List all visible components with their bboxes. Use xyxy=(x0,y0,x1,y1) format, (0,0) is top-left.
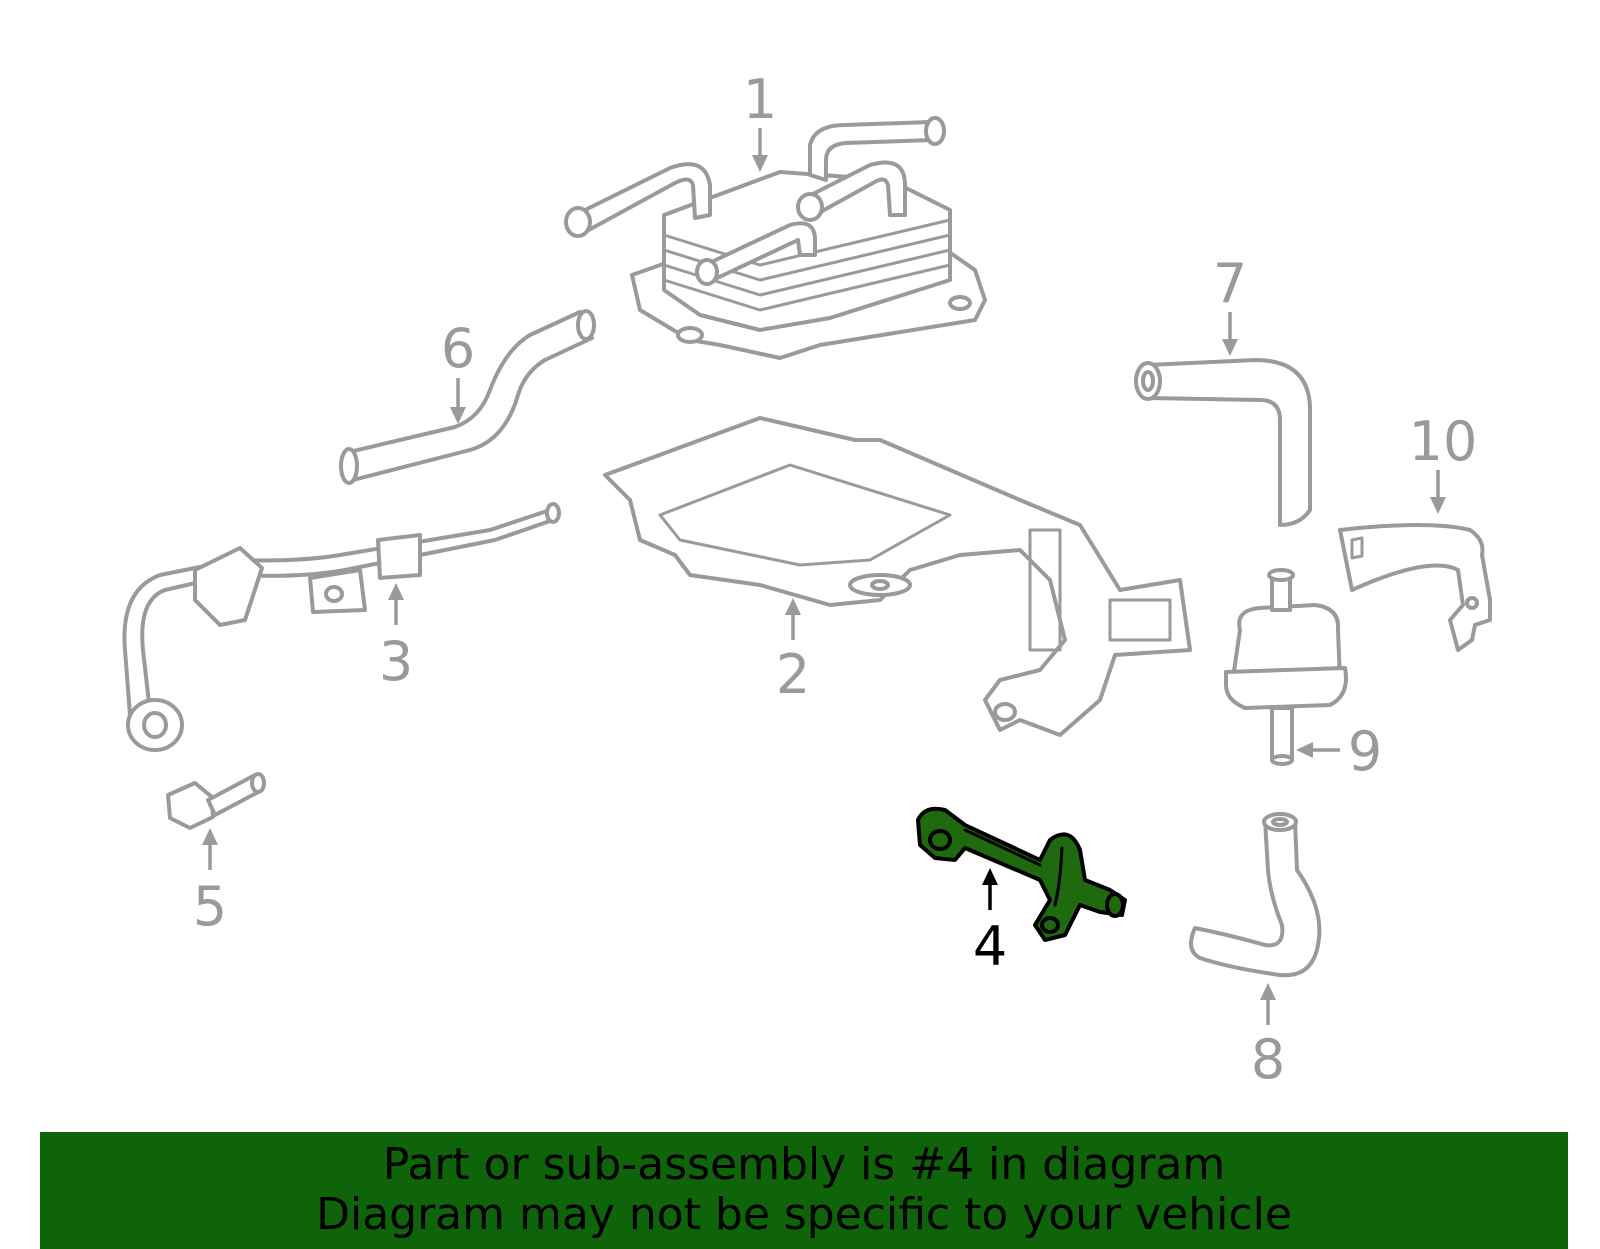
callout-label-2: 2 xyxy=(776,643,810,706)
callout-1: 1 xyxy=(743,68,777,172)
banner-line-1: Part or sub-assembly is #4 in diagram xyxy=(382,1139,1226,1190)
callout-6: 6 xyxy=(441,317,475,424)
callout-4: 4 xyxy=(973,868,1007,978)
callout-label-8: 8 xyxy=(1251,1028,1285,1091)
part-3-harness[interactable] xyxy=(122,502,561,752)
callout-9: 9 xyxy=(1296,720,1382,783)
part-5-bolt[interactable] xyxy=(166,772,266,830)
part-9-filter[interactable] xyxy=(1224,568,1348,766)
callout-label-7: 7 xyxy=(1213,252,1247,315)
callout-label-10: 10 xyxy=(1409,410,1478,473)
part-6-hose[interactable] xyxy=(339,309,596,485)
part-7-elbow-hose[interactable] xyxy=(1134,358,1312,527)
callout-3: 3 xyxy=(379,583,413,693)
callout-label-9: 9 xyxy=(1348,720,1382,783)
callout-label-6: 6 xyxy=(441,317,475,380)
part-4-stay-highlighted[interactable] xyxy=(916,806,1127,942)
part-10-strap[interactable] xyxy=(1338,523,1492,652)
part-2-bracket[interactable] xyxy=(603,416,1192,737)
callout-label-4: 4 xyxy=(973,915,1007,978)
part-8-hose[interactable] xyxy=(1189,812,1322,978)
callout-label-5: 5 xyxy=(193,875,227,938)
info-banner: Part or sub-assembly is #4 in diagram Di… xyxy=(40,1132,1568,1249)
callout-2: 2 xyxy=(776,598,810,706)
callout-7: 7 xyxy=(1213,252,1247,356)
part-1-oil-cooler[interactable] xyxy=(564,116,987,360)
callout-label-1: 1 xyxy=(743,68,777,131)
banner-line-2: Diagram may not be specific to your vehi… xyxy=(316,1189,1292,1240)
callout-5: 5 xyxy=(193,828,227,938)
callout-label-3: 3 xyxy=(379,630,413,693)
callout-10: 10 xyxy=(1409,410,1478,514)
callout-8: 8 xyxy=(1251,983,1285,1091)
